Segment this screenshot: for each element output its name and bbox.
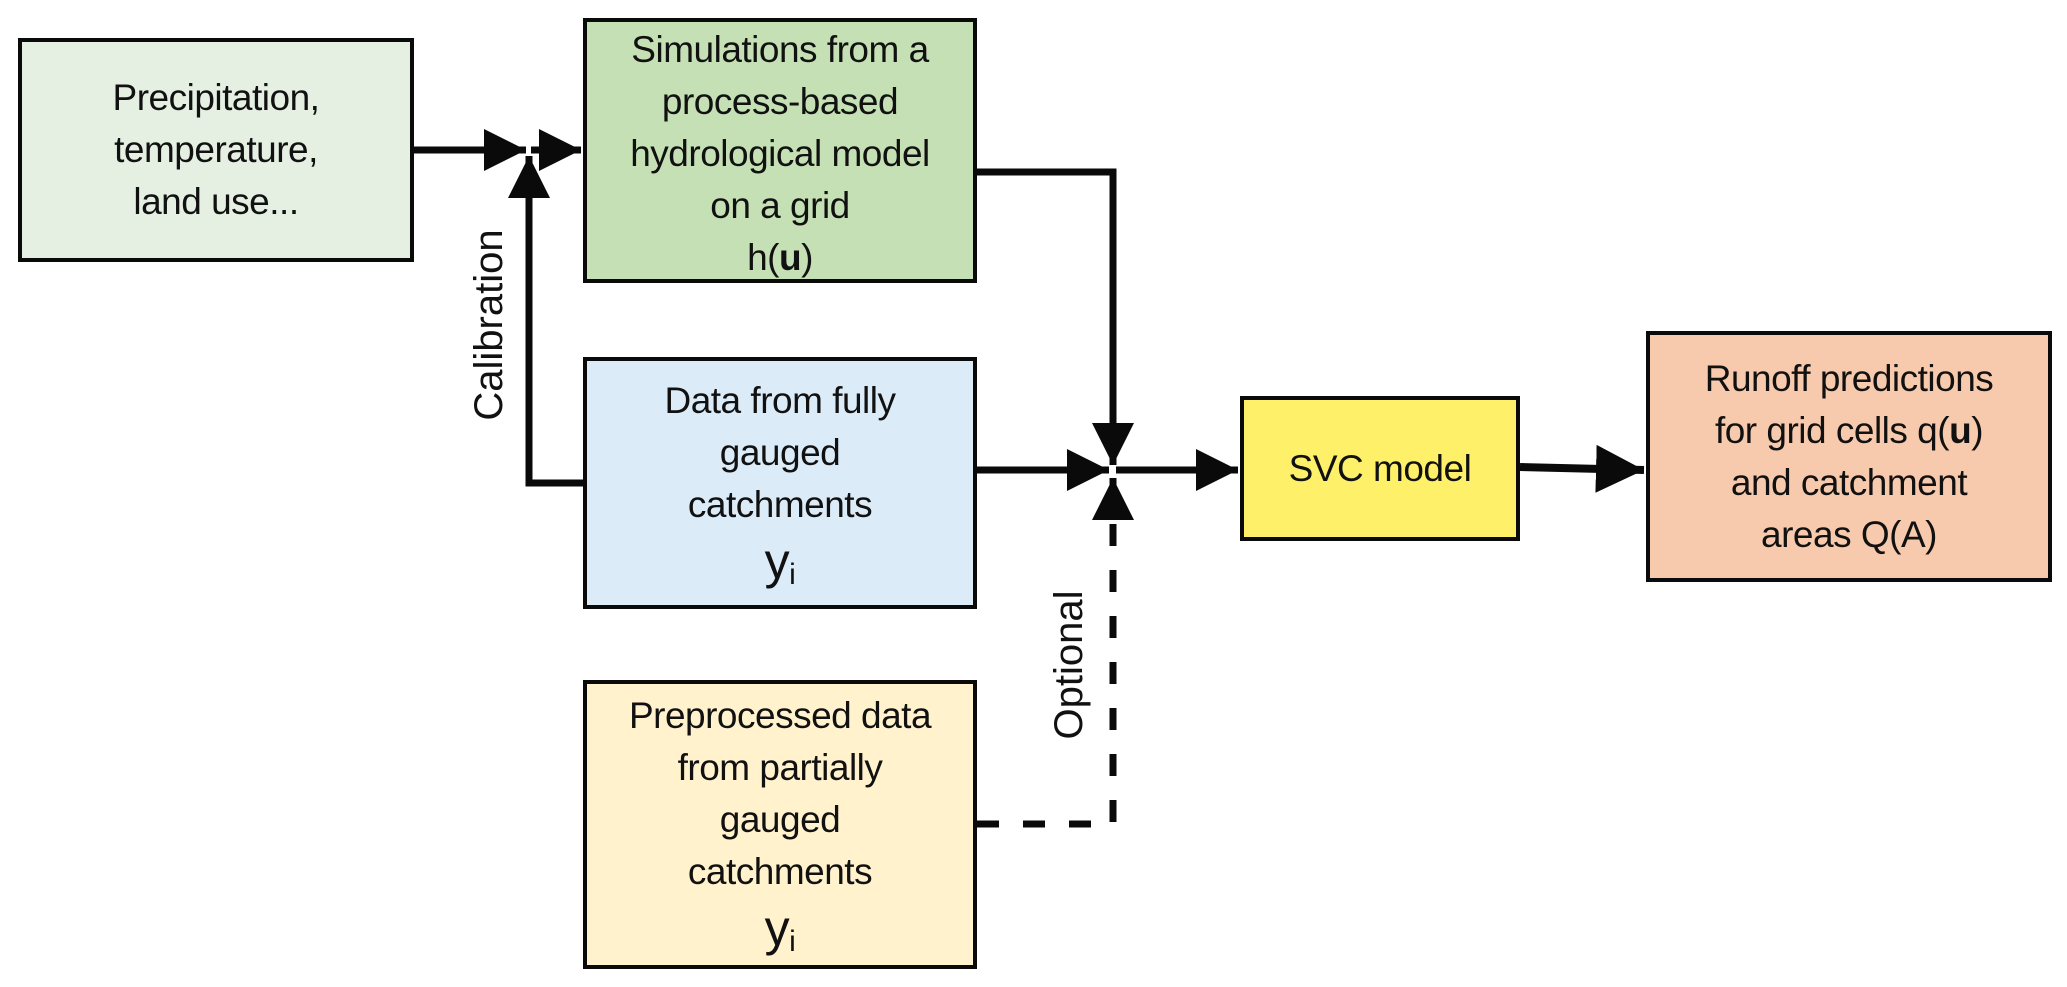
edge-svc-to-output [1519,444,1645,493]
node-text-line: hydrological model [630,133,930,174]
svc-model-node: SVC model [1240,396,1520,541]
node-text-line: gauged [719,799,841,840]
node-text-line: SVC model [1288,447,1472,489]
text-suffix: ) [1971,409,1984,451]
node-text-line: from partially [677,747,883,788]
calibration-label: Calibration [467,229,511,421]
symbol-bold: u [1949,409,1972,451]
observation-symbol: yi [765,898,796,972]
node-text-line: for grid cells q(u) [1714,405,1984,457]
partially-gauged-data-node: Preprocessed data from partially gauged … [583,680,977,969]
node-text-line: areas Q(A) [1761,513,1937,555]
symbol-bold: u [778,237,802,278]
symbol-y: y [764,900,790,956]
observation-symbol: yi [765,531,796,605]
symbol-y: y [764,533,790,589]
optional-label: Optional [1047,590,1091,740]
node-text-line: Runoff predictions [1704,357,1994,399]
edge-simulation-to-junction [977,168,1134,465]
node-text-line: Simulations from a [631,29,929,70]
node-text-line: process-based [661,81,899,122]
symbol-subscript: i [789,925,796,958]
fully-gauged-data-node: Data from fully gauged catchments yi [583,357,977,609]
runoff-predictions-node: Runoff predictions for grid cells q(u) a… [1646,331,2052,582]
text-prefix: for grid cells q( [1714,409,1950,451]
node-text-line: and catchment [1730,461,1968,503]
node-text-line: temperature, [114,129,318,170]
node-text-line: land use... [133,181,299,222]
edge-calibration [508,156,583,487]
symbol-subscript: i [789,558,796,591]
input-data-node: Precipitation, temperature, land use... [18,38,414,262]
node-text-line: catchments [687,851,873,892]
simulation-model-node: Simulations from a process-based hydrolo… [583,18,977,283]
simulation-symbol: h(u) [747,232,813,284]
node-text-line: Data from fully [664,380,896,421]
node-text-line: Preprocessed data [628,695,932,736]
node-text-line: catchments [687,484,873,525]
symbol-prefix: h( [747,237,779,278]
symbol-suffix: ) [801,237,813,278]
node-text-line: Precipitation, [112,77,320,118]
node-text-line: on a grid [710,185,850,226]
node-text-line: gauged [719,432,841,473]
